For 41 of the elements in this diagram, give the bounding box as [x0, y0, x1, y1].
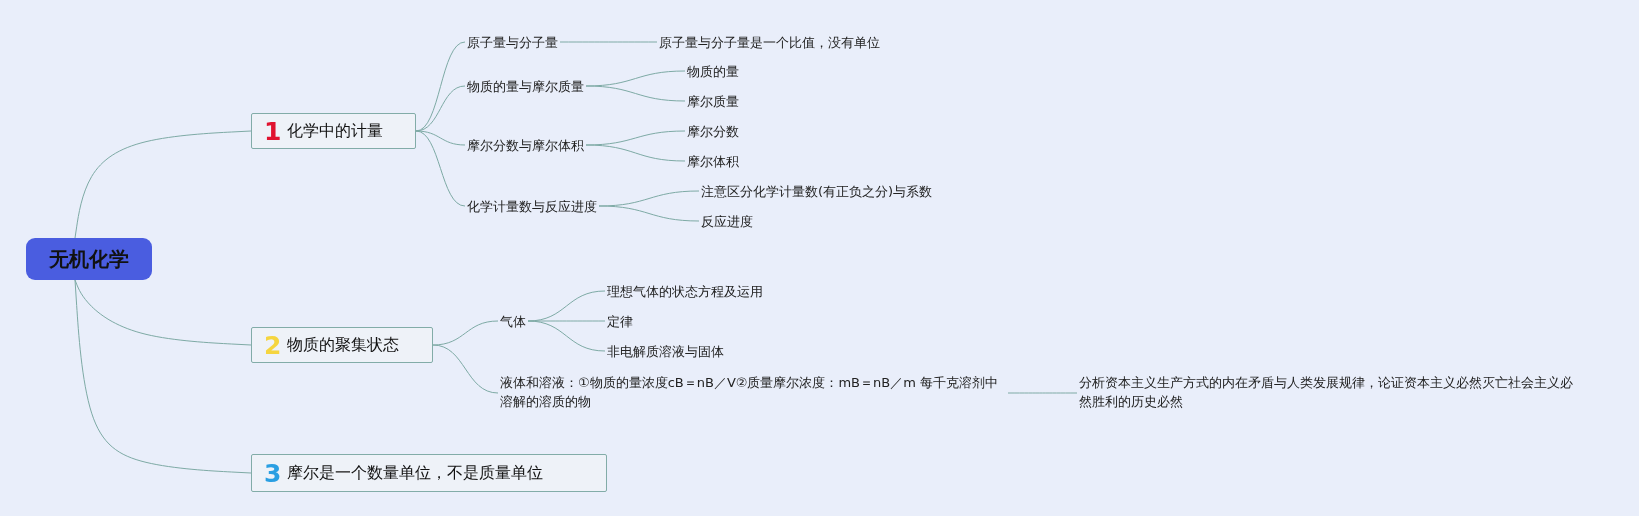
- topic-box: [251, 113, 416, 149]
- topic-box: [251, 327, 433, 363]
- branch-text: 化学计量数与反应进度: [465, 196, 599, 216]
- branch-text: 理想气体的状态方程及运用: [605, 281, 765, 301]
- connector-line: [415, 130, 466, 146]
- branch-text: 定律: [605, 311, 635, 331]
- connector-line: [415, 130, 466, 207]
- branch-text: 液体和溶液：①物质的量浓度cB＝nB／V②质量摩尔浓度：mB＝nB／m 每千克溶剂中溶解的溶质的物: [498, 373, 1008, 413]
- branch-text: 气体: [498, 311, 528, 331]
- topic-number: 1: [264, 118, 282, 144]
- branch-text: 摩尔分数: [685, 121, 741, 141]
- branch-text: 摩尔质量: [685, 91, 741, 111]
- connector-line: [432, 344, 499, 394]
- connector-line: [74, 279, 252, 346]
- branch-text: 原子量与分子量是一个比值，没有单位: [657, 32, 882, 52]
- connector-line: [527, 320, 606, 352]
- connector-line: [598, 205, 700, 222]
- connector-line: [585, 85, 686, 102]
- branch-text: 物质的量: [685, 61, 741, 81]
- topic-box: [251, 454, 607, 492]
- branch-text: 摩尔分数与摩尔体积: [465, 135, 586, 155]
- connector-line: [432, 320, 499, 346]
- branch-text: 原子量与分子量: [465, 32, 560, 52]
- root-topic-label: 无机化学: [49, 245, 129, 273]
- branch-text: 反应进度: [699, 211, 755, 231]
- connector-line: [74, 130, 252, 239]
- branch-text: 分析资本主义生产方式的内在矛盾与人类发展规律，论证资本主义必然灭亡社会主义必然胜利的历史必然: [1077, 373, 1587, 413]
- branch-text: 注意区分化学计量数(有正负之分)与系数: [699, 181, 935, 201]
- connector-line: [74, 279, 252, 474]
- topic-number: 2: [264, 332, 282, 358]
- topic-label: 物质的聚集状态: [287, 334, 400, 356]
- branch-text: 物质的量与摩尔质量: [465, 76, 586, 96]
- root-topic-box: [26, 238, 152, 280]
- connector-line: [1007, 392, 1078, 394]
- branch-text: 非电解质溶液与固体: [605, 341, 726, 361]
- topic-label: 化学中的计量: [287, 120, 384, 142]
- branch-text: 摩尔体积: [685, 151, 741, 171]
- topic-label: 摩尔是一个数量单位，不是质量单位: [287, 462, 544, 484]
- connector-line: [559, 41, 658, 43]
- topic-number: 3: [264, 460, 282, 486]
- connector-line: [585, 144, 686, 162]
